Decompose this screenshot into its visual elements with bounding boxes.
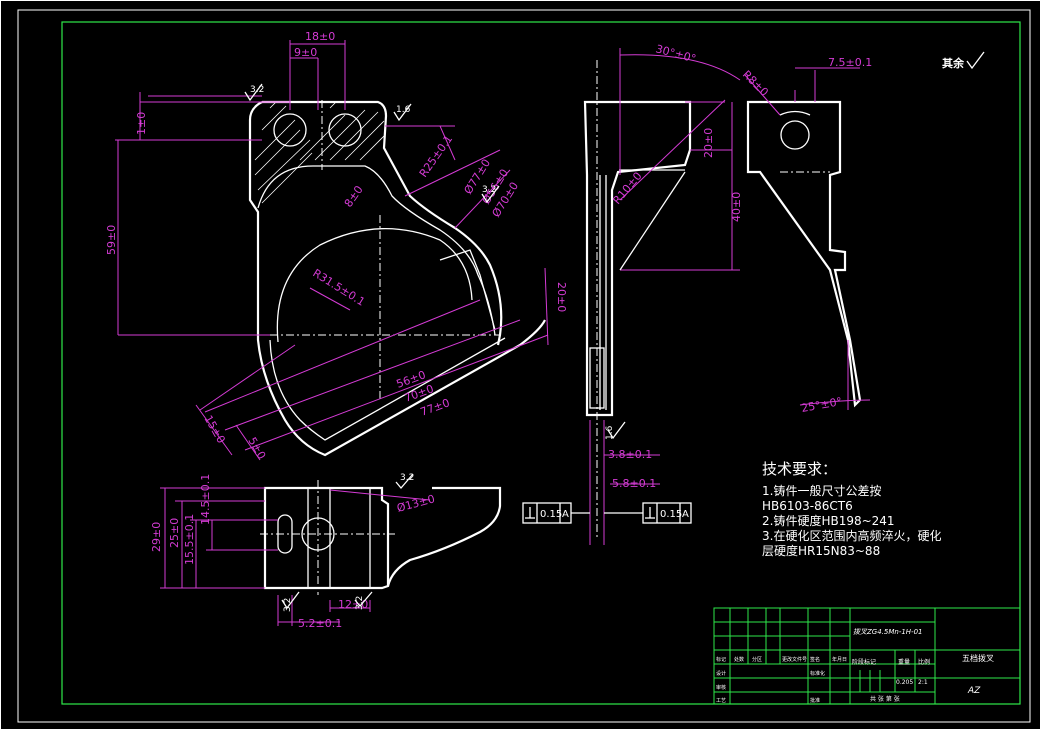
tech-req-title: 技术要求： [762,460,837,478]
surface-note: 其余 [942,56,965,70]
bore-right [328,113,362,147]
roughness-front [244,83,500,204]
inner-contour [257,165,496,336]
roughness-top [281,473,414,610]
section-hatch [254,101,385,204]
dim-20a: 20±0 [555,282,568,312]
dim-15: 15±0 [201,413,227,446]
tb-sheet: 共 张 第 张 [870,695,900,703]
detail-outline [746,100,862,408]
title-name: 五档拨叉 [962,653,994,663]
ra-32c: 3.2 [400,473,414,483]
ra-32b: 3.2 [482,185,496,195]
dim-a30: 30°±0° [654,42,697,65]
ra-16b: 1.6 [605,425,615,440]
dim-12: 12±0 [338,598,368,611]
dim-58: 5.8±0.1 [612,477,656,490]
dim-r8b: R8±0 [740,68,771,99]
dim-r315: R31.5±0.1 [310,267,367,309]
ra-side [607,421,626,440]
tb-label-mark: 标记 [716,656,726,663]
top-view: 29±0 25±0 15.5±0.1 14.5±0.1 Ø13±0 12±0 5… [150,473,502,630]
top-dims [160,487,431,626]
tech-req-line-1: 1.铸件一般尺寸公差按 [762,483,881,498]
tech-req-line-2: HB6103-86CT6 [762,499,853,513]
tb-label-review: 审核 [716,684,726,691]
tb-label-sign: 签名 [810,656,820,663]
tb-weight: 0.205 [896,679,913,686]
fcf-left [522,502,590,524]
dim-75: 7.5±0.1 [828,56,872,69]
tb-label-zone: 分区 [752,656,762,663]
tb-label-process: 工艺 [716,698,726,704]
surface-note-symbol [966,51,985,70]
tech-req-line-5: 层硬度HR15N83~88 [762,543,880,558]
top-outline [263,486,390,590]
dim-r10: R10±0 [610,170,644,207]
drawing-frame [61,21,1021,705]
dim-20b: 20±0 [702,128,715,158]
tb-label-approve: 批准 [810,697,820,704]
outline-upper [262,100,503,346]
tb-scale-label: 比例 [918,658,930,666]
dim-18: 18±0 [305,30,335,43]
dim-9: 9±0 [294,46,317,59]
front-dims [115,40,549,461]
side-outline [583,100,692,417]
bore-left [273,113,307,147]
large-arc [276,228,473,343]
dim-1: 1±0 [135,112,148,135]
dim-38: 3.8±0.1 [608,448,652,461]
dim-phi13: Ø13±0 [395,492,436,515]
tb-label-design: 设计 [716,670,726,677]
ra-32d: 3.2 [283,598,293,612]
tb-label-date: 年月日 [832,656,847,663]
tb-stage-label: 阶段标记 [852,658,876,666]
fcf-left-tol: 0.15 [540,509,562,520]
dim-52: 5.2±0.1 [298,617,342,630]
dim-155: 15.5±0.1 [183,514,196,565]
side-view: 30°±0° 20±0 40±0 R10±0 3.8±0.1 5.8±0.1 1… [522,42,743,545]
fcf-left-datum: A [562,509,569,520]
ra-32e: 3.2 [355,596,365,610]
tb-scale: 2:1 [918,679,928,686]
fcf-right-tol: 0.15 [660,509,682,520]
top-fork [386,486,502,587]
dim-29: 29±0 [150,522,163,552]
inner-lower [269,337,506,441]
dim-r25: R25±0.1 [417,133,455,180]
dim-40: 40±0 [730,192,743,222]
dim-145: 14.5±0.1 [199,474,212,525]
dim-a25: 25°±0° [800,395,843,415]
outline-left [248,101,546,457]
detail-view: 7.5±0.1 R8±0 25°±0° 其余 [740,51,985,415]
ra-16a: 1.6 [396,105,411,115]
tb-label-count: 处数 [734,656,744,663]
sheet-border [17,9,1031,723]
tb-label-change: 更改文件号 [782,656,807,663]
dim-25: 25±0 [168,518,181,548]
dim-8: 8±0 [342,183,366,209]
tb-label-std: 标准化 [810,670,825,677]
fcf-right-datum: A [682,509,689,520]
fcf-right [604,502,692,524]
cut-face [439,249,496,331]
tech-req-line-3: 2.铸件硬度HB198~241 [762,513,895,528]
ra-32a: 3.2 [250,85,264,95]
tech-req-line-4: 3.在硬化区范围内高频淬火，硬化 [762,528,941,543]
title-block [713,607,1021,705]
tb-drawing-no: AZ [967,686,981,696]
dim-59: 59±0 [105,225,118,255]
tb-weight-label: 重量 [898,658,910,666]
title-code: 拨叉ZG4.5Mn-1H-01 [853,628,923,636]
front-view: 18±0 9±0 1±0 59±0 R25±0.1 8±0 Ø77±0 Ø56±… [105,30,568,462]
